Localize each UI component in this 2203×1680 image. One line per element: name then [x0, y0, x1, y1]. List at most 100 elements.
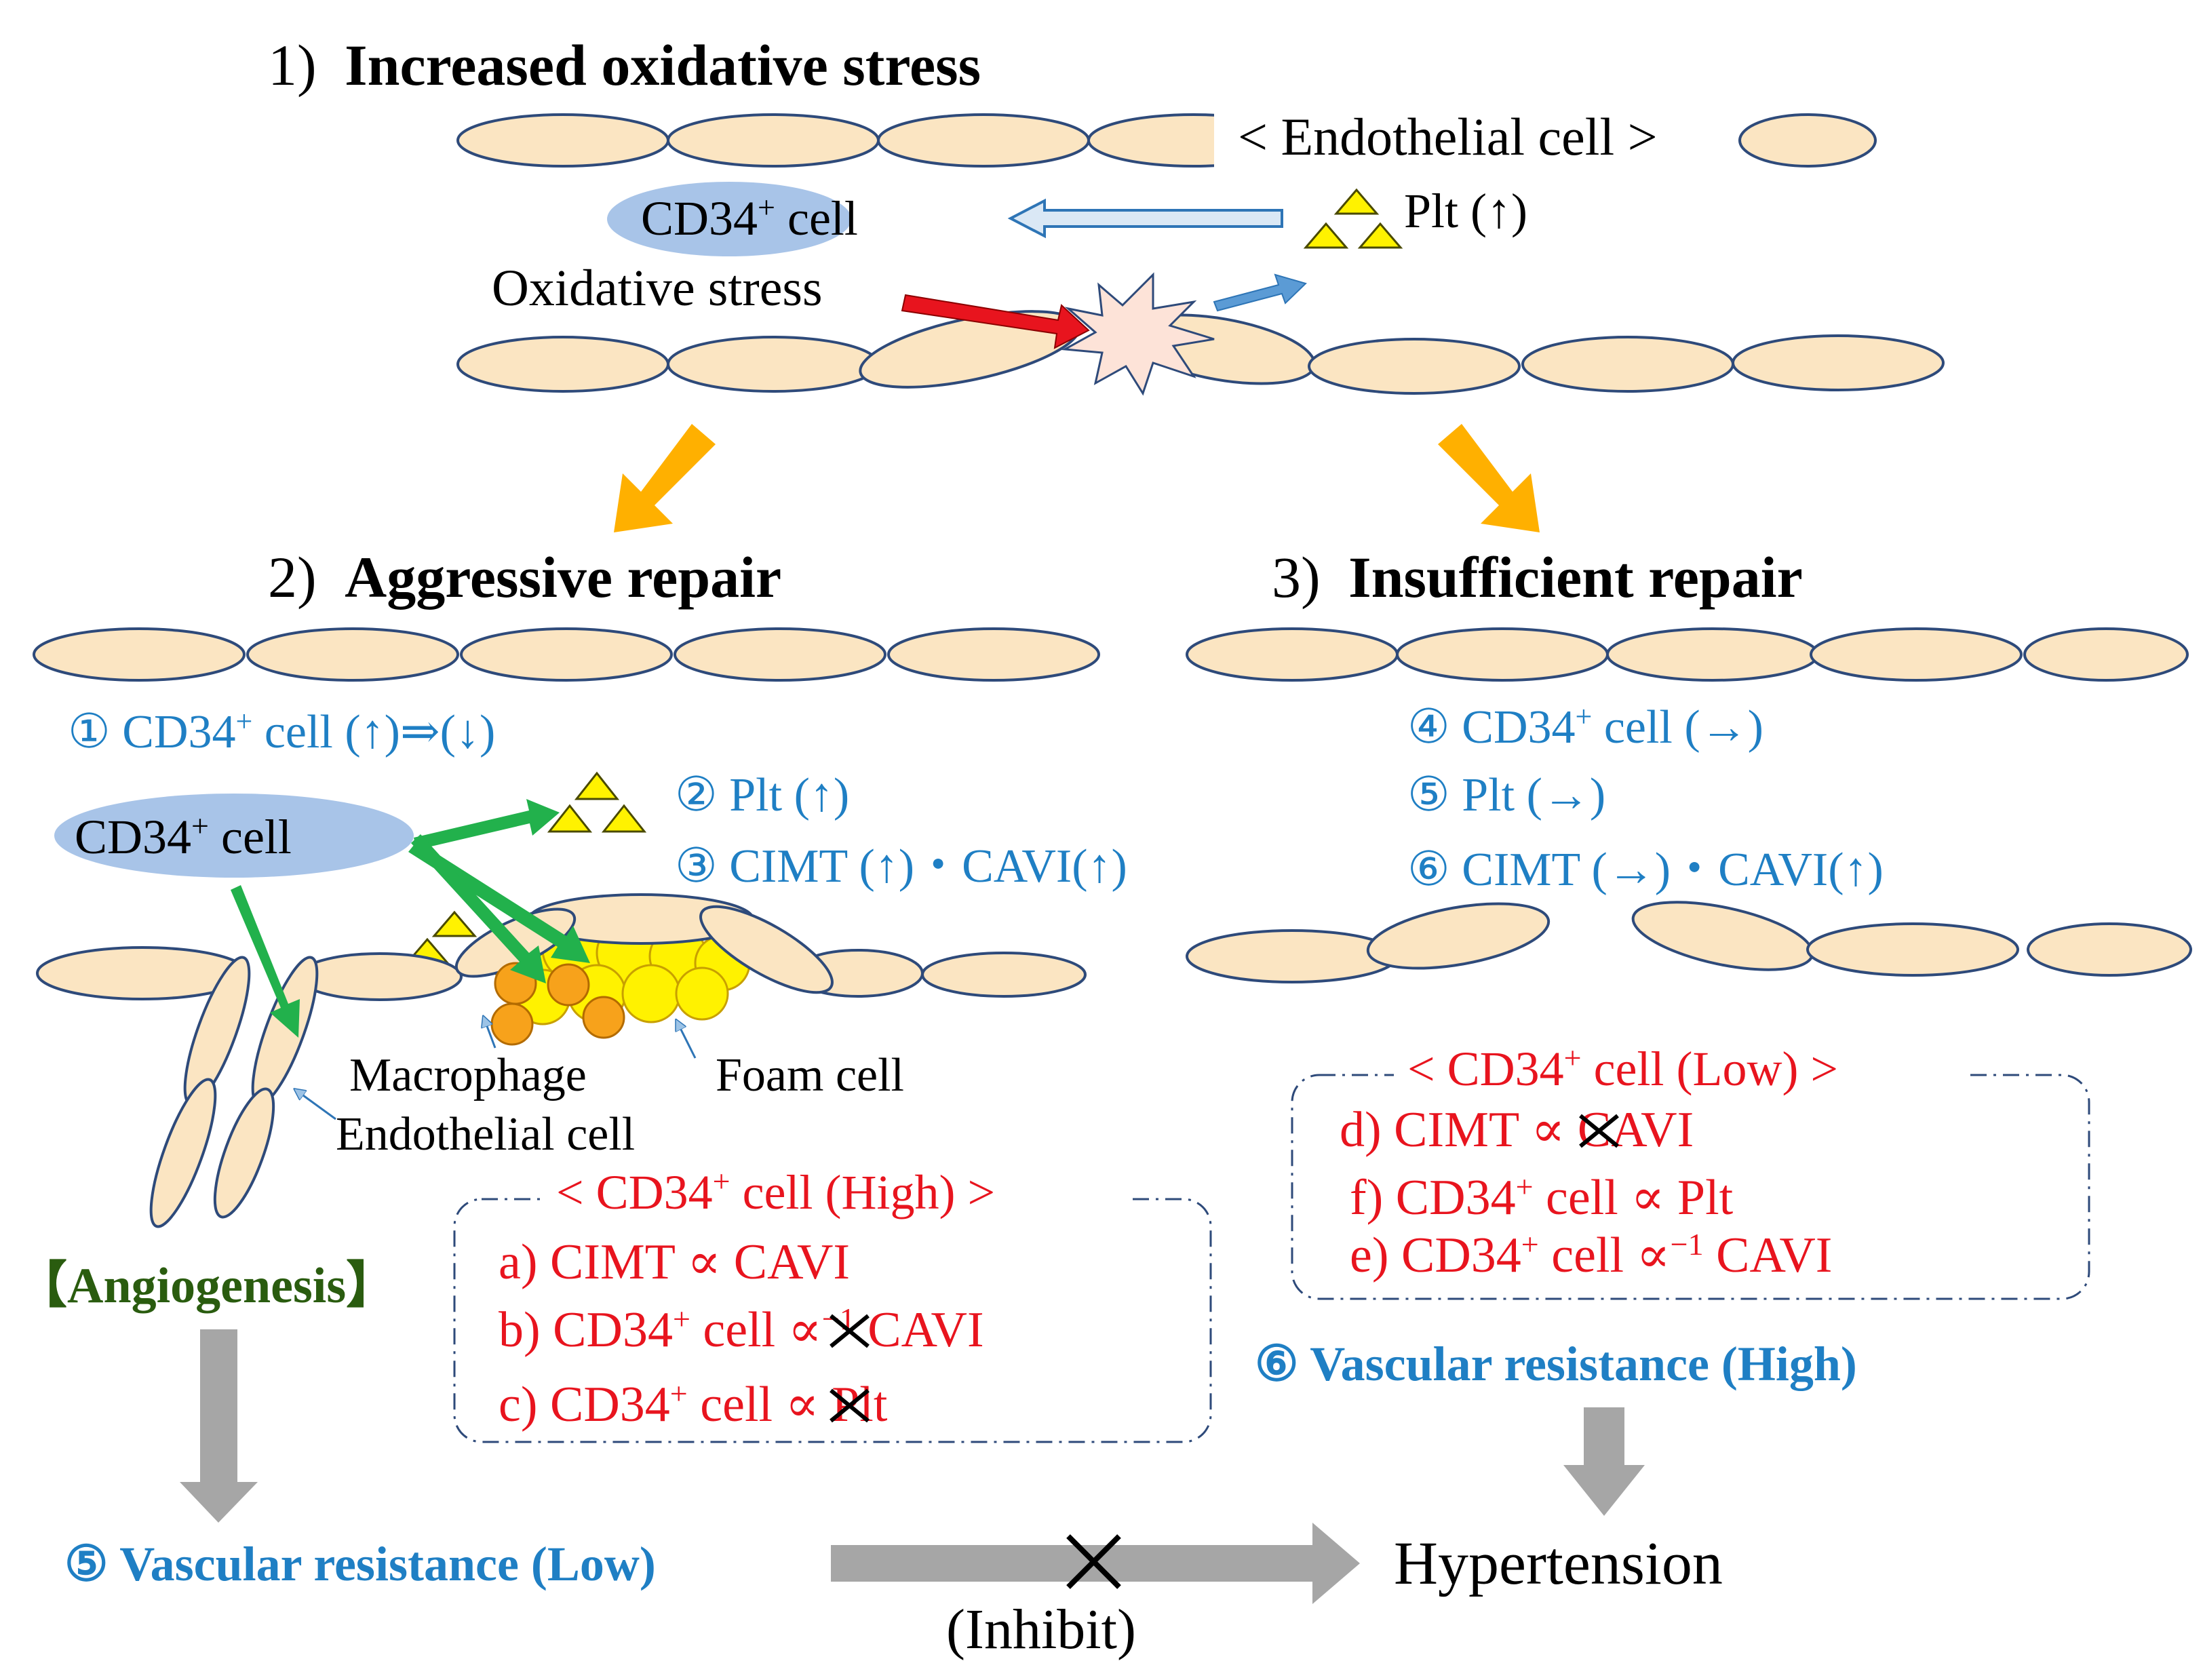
injured-endothelium-row — [456, 310, 1945, 395]
section-1-title: 1) Increased oxidative stress — [268, 33, 981, 98]
endothelial-cell — [456, 113, 669, 168]
endothelial-cell — [1186, 929, 1399, 983]
endothelial-cell — [251, 956, 319, 1106]
endothelial-cell — [246, 627, 459, 682]
endothelial-cell — [460, 627, 673, 682]
endothelial-cell — [667, 113, 880, 168]
foam-cell-pointer — [678, 1024, 697, 1059]
endothelial-cell — [33, 627, 246, 682]
burst-to-platelet-arrow — [1213, 273, 1307, 312]
endothelial-cell — [877, 113, 1090, 168]
cd34-cell — [54, 794, 414, 878]
item-2: ② Plt (↑) — [675, 769, 849, 821]
section-2-title: 2) Aggressive repair — [268, 545, 781, 610]
platelets-top — [1303, 188, 1403, 249]
cd34-low-box-title: < CD34+ cell (Low) > — [1407, 1040, 1838, 1097]
endothelial-cell-label: Endothelial cell — [336, 1108, 635, 1160]
macrophage-label: Macrophage — [349, 1049, 587, 1101]
endothelial-cell — [1308, 338, 1521, 395]
strike-marks-high — [830, 1314, 870, 1423]
platelet-icon — [1333, 188, 1380, 215]
section-3-insufficient-repair: 3) Insufficient repair ④ CD34+ cell (→) … — [1186, 545, 2192, 1516]
item-3: ③ CIMT (↑)・CAVI(↑) — [675, 840, 1127, 893]
cd34-cell — [607, 182, 851, 256]
not-proportional-symbol: ∝ — [788, 1302, 822, 1358]
foam-cell-label: Foam cell — [716, 1049, 904, 1101]
endothelial-cell — [887, 627, 1100, 682]
endothelial-cell — [1521, 336, 1734, 393]
endothelial-cell — [1732, 334, 1945, 391]
section-1-number: 1) — [268, 33, 317, 98]
endothelial-cell — [1738, 113, 1877, 168]
section-3-endothelium-row — [1186, 627, 2189, 682]
relation-b: b) CD34+ cell ∝−1 CAVI — [499, 1302, 984, 1359]
endothelial-cell — [456, 336, 669, 393]
angiogenesis-cells — [149, 956, 319, 1228]
inhibit-label: (Inhibit) — [946, 1598, 1136, 1661]
endothelial-cell — [1810, 627, 2023, 682]
not-proportional-symbol: ∝ — [1531, 1102, 1565, 1158]
cd34-cell-label: CD34+ cell — [75, 808, 292, 865]
cd34-high-box-title: < CD34+ cell (High) > — [556, 1164, 995, 1220]
vascular-resistance-high: ⑥ Vascular resistance (High) — [1255, 1337, 1857, 1391]
macrophage-icon — [547, 963, 590, 1007]
inhibit-x-icon — [1066, 1534, 1121, 1589]
endothelial-cell — [1396, 627, 1609, 682]
injury-burst-icon — [1061, 272, 1215, 396]
macrophage-icon — [582, 996, 625, 1039]
relation-e: e) CD34+ cell ∝−1 CAVI — [1350, 1227, 1832, 1284]
not-proportional-symbol: ∝ — [785, 1377, 819, 1432]
hypertension-label: Hypertension — [1394, 1530, 1723, 1597]
endothelial-cell — [699, 905, 834, 994]
label-pointers — [298, 1021, 697, 1120]
section-3-title: 3) Insufficient repair — [1272, 545, 1803, 610]
green-arrows — [231, 799, 590, 1038]
item-6: ⑥ CIMT (→)・CAVI(↑) — [1407, 844, 1884, 896]
foam-cell-icon — [621, 964, 681, 1023]
section-3-lower-endothelium — [1186, 901, 2192, 983]
endothelial-cell — [1806, 922, 2019, 977]
item-4: ④ CD34+ cell (→) — [1407, 700, 1763, 754]
plaque — [36, 893, 1087, 1046]
gray-arrow-down-right — [1563, 1407, 1645, 1516]
platelet-icon — [1357, 222, 1403, 249]
endothelial-cell — [2027, 922, 2192, 977]
endothelial-cell — [674, 627, 886, 682]
platelet-icon — [547, 804, 593, 833]
platelet-icon — [431, 910, 477, 937]
platelet-to-cd34-arrow — [1007, 198, 1283, 239]
item-5: ⑤ Plt (→) — [1407, 769, 1605, 821]
relation-a: a) CIMT ∝ CAVI — [499, 1234, 850, 1290]
endothelial-cell — [213, 1087, 275, 1219]
endothelial-cell — [297, 952, 463, 1001]
relation-d: d) CIMT ∝ CAVI — [1340, 1102, 1694, 1158]
bottom-flow: (Inhibit) Hypertension — [831, 1523, 1723, 1661]
oxidative-stress-arrow — [901, 294, 1090, 349]
platelet-icon — [574, 771, 620, 800]
oxidative-stress-label: Oxidative stress — [492, 260, 823, 317]
endothelial-cell — [1631, 901, 1814, 971]
macrophage-pointer — [485, 1021, 496, 1049]
relation-f: f) CD34+ cell ∝ Plt — [1350, 1169, 1734, 1226]
gray-arrow-down-left — [180, 1329, 258, 1523]
endothelial-pointer — [298, 1092, 336, 1120]
green-arrow-to-plaque-2 — [411, 834, 546, 983]
platelet-icon — [601, 804, 647, 833]
endothelial-cell — [149, 1078, 217, 1228]
endothelial-cell — [1186, 627, 1399, 682]
endothelial-cell — [2023, 627, 2189, 682]
macrophage-icon — [490, 1002, 534, 1046]
green-arrow-to-platelets — [414, 799, 560, 850]
endothelial-cell — [1606, 627, 1819, 682]
vascular-resistance-low: ⑤ Vascular resistance (Low) — [64, 1537, 656, 1591]
platelet-icon — [1303, 222, 1349, 249]
plt-label: Plt (↑) — [1404, 184, 1527, 238]
section-2-endothelium-row — [33, 627, 1100, 682]
section-2-aggressive-repair: 2) Aggressive repair ① CD34+ cell (↑)⇒(↓… — [17, 545, 1212, 1591]
foam-cell-icon — [675, 966, 729, 1021]
endothelial-cell — [1366, 902, 1551, 970]
endothelial-cell — [921, 952, 1087, 998]
endothelial-cell-label: < Endothelial cell > — [1238, 107, 1658, 166]
angiogenesis-label: 【Angiogenesis】 — [17, 1258, 396, 1314]
